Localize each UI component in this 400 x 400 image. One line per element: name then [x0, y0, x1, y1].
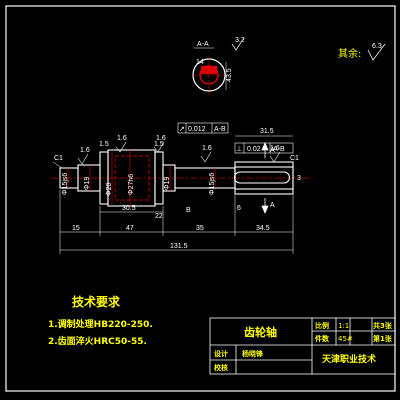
diameter-3: Φ20 [106, 183, 113, 196]
material: 45# [338, 335, 353, 343]
gear-shaft [50, 149, 310, 207]
tol-value: 0.012 [188, 126, 206, 133]
diameter-1: Φ15js6 [62, 173, 69, 195]
sheets: 共3张 [373, 321, 393, 330]
keyway-width: 14 [196, 59, 204, 66]
gear-dim-3: 22 [155, 213, 163, 220]
bottom-dim-total: 131.5 [170, 243, 188, 250]
roughness-symbol [231, 37, 245, 51]
diameter-6: Φ15js6 [209, 173, 216, 195]
diameter-4: Φ27h6 [128, 174, 135, 195]
section-roughness: 3.2 [235, 37, 245, 44]
diameter-2: Φ19 [84, 177, 91, 190]
bottom-dim-1: 15 [72, 225, 80, 232]
gear-dim-2: 1.5 [154, 141, 164, 148]
roughness-2: 1.6 [156, 135, 166, 142]
tech-req-item-2: 2.齿面淬火HRC50-55. [48, 335, 147, 347]
tol-datum: A-B [214, 126, 226, 133]
bottom-dim-2: 47 [126, 225, 134, 232]
pitch-line [114, 155, 150, 201]
school: 天津职业技术 [322, 353, 376, 365]
tol2-datum: A-B [273, 146, 285, 153]
tol-symbol: ↗ [179, 126, 185, 133]
part-name: 齿轮轴 [244, 325, 277, 339]
gear-dim-1: 1.5 [99, 141, 109, 148]
datum-b: B [186, 207, 191, 214]
scale-value: 1:1 [338, 322, 349, 330]
right-dim-2: 6 [237, 205, 241, 212]
rest-roughness-symbol [367, 43, 386, 61]
tolerance-frame-2: ⊥ 0.02 A-B [234, 142, 294, 154]
chamfer-left: C1 [54, 155, 63, 162]
dimension-chain [59, 190, 294, 254]
rest-roughness: 6.3 [372, 43, 382, 50]
count-label: 件数 [315, 334, 330, 343]
section-view: A-A 3.2 14 43.5 [192, 37, 245, 95]
datum-a-top: A [270, 147, 275, 154]
designer: 杨晓锋 [242, 349, 264, 358]
roughness-4: 1.6 [270, 145, 280, 152]
check-label: 校核 [214, 363, 228, 372]
diameter-lines [67, 150, 216, 206]
tech-req-title: 技术要求 [72, 294, 121, 309]
tolerance-frame: ↗ 0.012 A-B [177, 122, 229, 134]
title-block [209, 317, 396, 375]
sheet-no: 第1张 [373, 334, 393, 343]
roughness-1: 1.6 [117, 135, 127, 142]
datum-a-bottom: A [270, 202, 275, 209]
tol2-symbol: ⊥ [236, 146, 242, 153]
drawing-border [5, 5, 396, 392]
diameter-labels: Φ15js6 Φ19 Φ20 Φ27h6 Φ19 Φ15js6 [62, 173, 216, 196]
tol2-value: 0.02 [247, 146, 261, 153]
bottom-dim-3: 35 [196, 225, 204, 232]
design-label: 设计 [214, 349, 228, 358]
gear-dim-4: 30.5 [122, 205, 136, 212]
section-markers [261, 141, 269, 215]
keyway-depth: 43.5 [226, 68, 233, 82]
roughness-3: 1.6 [202, 145, 212, 152]
roughness-marks [77, 141, 281, 165]
scale-label: 比例 [315, 321, 329, 330]
right-dim-3: 3 [297, 175, 301, 182]
rest-label: 其余: [338, 47, 361, 60]
bottom-dim-4: 34.5 [256, 225, 270, 232]
chamfer-right: C1 [290, 155, 299, 162]
diameter-5: Φ19 [164, 177, 171, 190]
roughness-5: 1.6 [80, 147, 90, 154]
section-label: A-A [197, 41, 209, 48]
tech-req-item-1: 1.调制处理HB220-250. [48, 318, 153, 330]
right-dim-1: 31.5 [260, 128, 274, 135]
